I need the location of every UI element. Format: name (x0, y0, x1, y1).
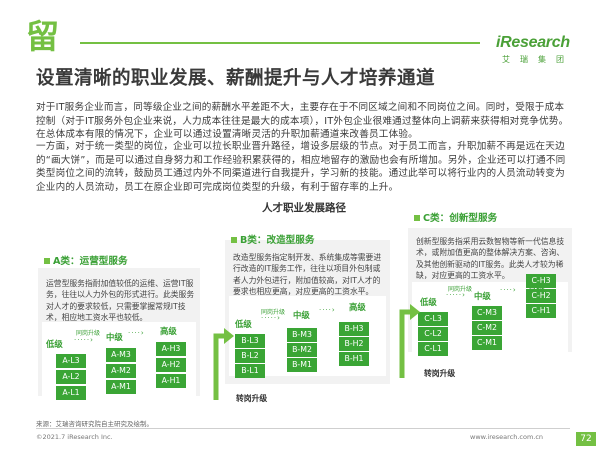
diagram-title: 人才职业发展路径 (262, 202, 346, 214)
same-post-note: 同岗升级 (76, 330, 101, 337)
header-divider (80, 42, 480, 44)
logo-wordmark: iResearch (496, 34, 570, 51)
level-cell-c-h2: C-H2 (526, 289, 556, 303)
level-cell-a-m2: A-M2 (106, 364, 136, 378)
same-post-note: 同岗升级 (261, 309, 286, 316)
dotted-arrow-icon: ·····› (446, 291, 466, 299)
level-mid-label: 中级 (474, 291, 491, 301)
level-cell-b-l3: B-L3 (235, 334, 265, 348)
promotion-arrow-a-to-b (213, 328, 234, 400)
level-low-label: 低级 (420, 297, 437, 307)
level-cell-a-l3: A-L3 (56, 354, 86, 368)
type-a-title: A类：运营型服务 (44, 253, 128, 267)
bullet-square-icon (414, 215, 420, 221)
level-cell-c-m3: C-M3 (472, 306, 502, 320)
dotted-arrow-icon: ····› (500, 286, 517, 294)
level-cell-c-h3: C-H3 (526, 274, 556, 288)
type-b-ladder: 低级 中级 高级 同岗升级 ·····› ····› B-L3 B-L2 B-L… (225, 296, 390, 378)
level-cell-b-l1: B-L1 (235, 364, 265, 378)
footer-url[interactable]: www.iresearch.com.cn (470, 433, 544, 441)
level-high-label: 高级 (349, 302, 366, 312)
dotted-arrow-icon: ····› (319, 306, 336, 314)
level-cell-b-h3: B-H3 (339, 322, 369, 336)
level-cell-c-l1: C-L1 (418, 342, 448, 356)
copyright: ©2021.7 iResearch Inc. (36, 433, 113, 441)
source-note: 来源：艾瑞咨询研究院自主研究及绘制。 (36, 420, 153, 428)
logo-subtitle: 艾瑞集团 (502, 55, 574, 64)
same-post-note: 同岗升级 (448, 286, 473, 293)
type-a-ladder: 低级 中级 高级 同岗升级 ·····› ····› A-L3 A-L2 A-L… (38, 322, 200, 400)
level-cell-a-h3: A-H3 (156, 342, 186, 356)
type-c-desc: 创新型服务指采用云数智物等新一代信息技术，或附加值更高的整体解决方案、咨询、及其… (416, 237, 565, 280)
dotted-arrow-icon: ·····› (74, 336, 94, 344)
level-cell-b-h2: B-H2 (339, 337, 369, 351)
level-cell-b-h1: B-H1 (339, 352, 369, 366)
level-cell-a-m1: A-M1 (106, 380, 136, 394)
level-cell-c-l2: C-L2 (418, 327, 448, 341)
level-low-label: 低级 (46, 339, 63, 349)
iresearch-logo: iResearch 艾瑞集团 (496, 34, 576, 68)
type-b-desc: 改造型服务指定制开发、系统集成等需要进行改造的IT服务工作，往往以项目外包制或者… (233, 253, 382, 296)
type-c-ladder: 低级 中级 高级 同岗升级 ·····› ····› C-L3 C-L2 C-L… (408, 274, 572, 356)
level-cell-b-m1: B-M1 (287, 358, 317, 372)
dotted-arrow-icon: ·····› (261, 314, 281, 322)
level-mid-label: 中级 (106, 332, 123, 342)
level-low-label: 低级 (235, 319, 252, 329)
level-cell-b-m2: B-M2 (287, 343, 317, 357)
footer-divider (36, 428, 570, 429)
page-title: 设置清晰的职业发展、薪酬提升与人才培养通道 (36, 68, 436, 89)
promotion-arrow-b-to-c (399, 304, 420, 378)
type-a-desc: 运营型服务指耐加值较低的运维、运营IT服务，往往以人力外包的形式进行。此类服务对… (46, 279, 195, 322)
promotion-label-a: 转岗升级 (236, 394, 268, 403)
bullet-square-icon (231, 237, 237, 243)
type-b-title: B类：改造型服务 (231, 232, 314, 246)
paragraph-2: 一方面，对于统一类型的岗位，企业可以拉长职业晋升路径，增设多层级的节点。对于员工… (36, 141, 566, 193)
type-c-title: C类：创新型服务 (414, 210, 497, 224)
level-cell-b-m3: B-M3 (287, 328, 317, 342)
page-number: 72 (576, 432, 596, 446)
level-cell-b-l2: B-L2 (235, 349, 265, 363)
level-cell-a-l1: A-L1 (56, 386, 86, 400)
level-mid-label: 中级 (293, 310, 310, 320)
section-char: 留 (26, 17, 59, 56)
level-cell-c-m2: C-M2 (472, 321, 502, 335)
level-cell-a-l2: A-L2 (56, 370, 86, 384)
dotted-arrow-icon: ····› (128, 329, 145, 337)
level-cell-a-h2: A-H2 (156, 358, 186, 372)
level-cell-a-h1: A-H1 (156, 374, 186, 388)
level-cell-c-h1: C-H1 (526, 304, 556, 318)
bullet-square-icon (44, 258, 50, 264)
paragraph-1: 对于IT服务企业而言，同等级企业之间的薪酬水平差距不大，主要存在于不同区域之间和… (36, 102, 569, 140)
level-high-label: 高级 (160, 326, 177, 336)
level-cell-a-m3: A-M3 (106, 348, 136, 362)
promotion-label-b: 转岗升级 (424, 369, 456, 378)
level-cell-c-m1: C-M1 (472, 336, 502, 350)
level-cell-c-l3: C-L3 (418, 312, 448, 326)
